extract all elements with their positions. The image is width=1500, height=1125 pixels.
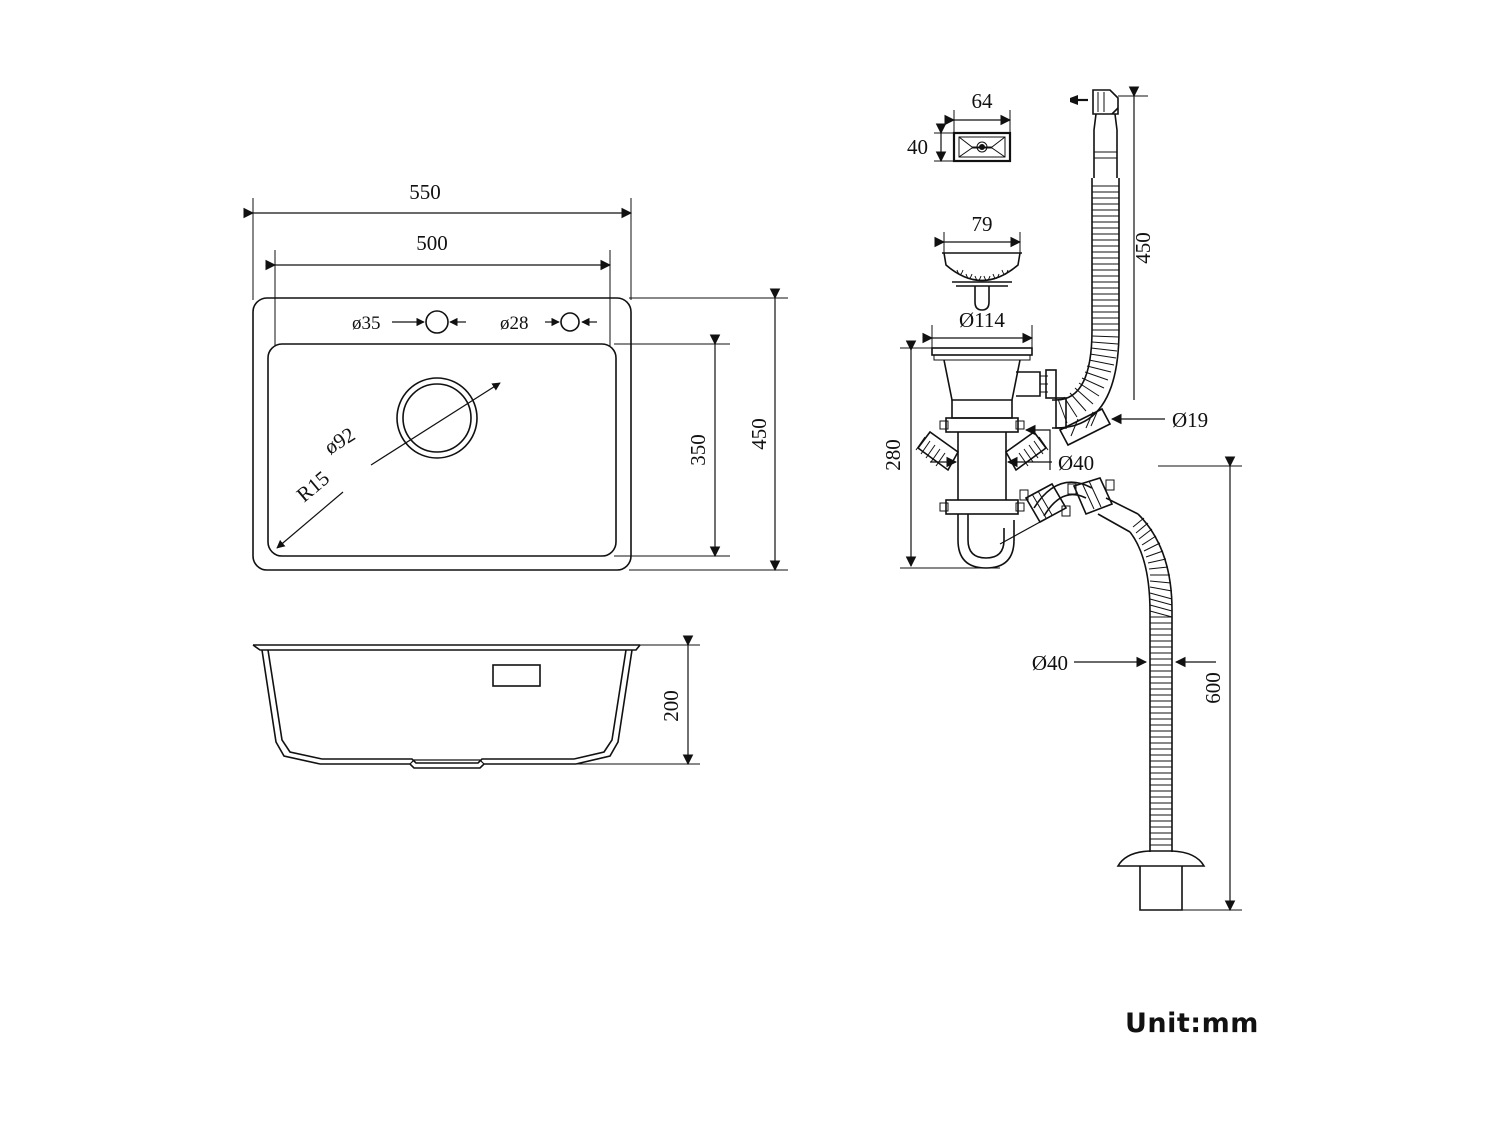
d450-hose-label: 450 xyxy=(1131,232,1155,264)
drain-locknut-tab-left xyxy=(939,420,949,430)
side-drain-notch xyxy=(409,759,485,765)
drain-flange-disc xyxy=(931,347,1033,356)
sink-bowl-outline xyxy=(267,343,617,557)
elbow-right-collar xyxy=(1072,477,1114,516)
elbow-left-collar xyxy=(1024,482,1068,524)
overflow-cover-detail: 64 40 xyxy=(907,89,1012,163)
outlet-hose-bell xyxy=(1116,850,1206,867)
tailpipe-locknut xyxy=(945,499,1019,515)
elbow-to-trap-line xyxy=(999,521,1041,545)
waste-kit-assembly: 64 40 xyxy=(881,86,1242,912)
drain-side-outlet-collar xyxy=(1045,369,1057,399)
side-bottom-line xyxy=(320,763,576,769)
d40cover-label: 40 xyxy=(907,135,928,159)
elbow-connector-assembly xyxy=(999,477,1139,545)
unit-note: Unit:mm xyxy=(1125,1008,1259,1039)
small-connector-body xyxy=(1058,407,1112,447)
sink-side-view: 200 xyxy=(252,635,700,769)
side-right-wall-inner xyxy=(573,649,627,760)
d35-label: ø35 xyxy=(352,313,381,334)
overflow-cover-inner xyxy=(958,136,1006,158)
overflow-screw-head xyxy=(1070,95,1078,105)
d92-leader-line xyxy=(370,382,501,466)
d600-label: 600 xyxy=(1201,672,1225,704)
d200-label: 200 xyxy=(659,690,683,722)
drain-body-neck xyxy=(951,400,1013,419)
r15-label: R15 xyxy=(292,466,334,507)
overflow-cover-screw-ring xyxy=(976,141,988,153)
strainer-stem xyxy=(974,286,990,311)
d114-label: Ø114 xyxy=(959,308,1005,332)
side-left-wall-outer xyxy=(261,649,321,765)
drain-side-outlet xyxy=(1016,371,1041,397)
d40-hose-label: Ø40 xyxy=(1032,651,1068,675)
drain-flange-body xyxy=(915,347,1057,569)
trap-spigot-left xyxy=(915,430,960,472)
sink-top-view: ø92 R15 ø35 ø28 550 500 xyxy=(243,180,788,572)
d19-label: Ø19 xyxy=(1172,408,1208,432)
tap-hole-35-circle xyxy=(425,310,449,334)
side-left-wall-inner xyxy=(267,649,323,760)
trap-spigot-right xyxy=(1004,430,1049,472)
r15-leader-line xyxy=(276,491,344,549)
overflow-hose-top-fitting xyxy=(1092,89,1119,115)
d280-label: 280 xyxy=(881,439,905,471)
d92-label: ø92 xyxy=(320,422,359,459)
overflow-hose-corrugation xyxy=(1052,178,1120,429)
drain-hole-outer-circle xyxy=(396,377,478,459)
tap-hole-28-circle xyxy=(560,312,580,332)
side-bottom-inner-line xyxy=(322,758,574,764)
elbow-left-tab-bottom xyxy=(1061,505,1071,517)
elbow-right-tab-bottom xyxy=(1105,479,1115,491)
drain-hole-inner-circle xyxy=(402,383,472,453)
strainer-perforations xyxy=(956,269,1009,281)
sink-rim-outline xyxy=(252,297,632,571)
elbow-arc-outer xyxy=(1033,481,1093,509)
p-trap-u-bend-inner xyxy=(967,514,1005,559)
overflow-hose: 450 xyxy=(1052,86,1155,429)
outlet-hose-corrugation xyxy=(1132,517,1173,846)
flexible-outlet-hose: Ø40 xyxy=(1032,513,1216,911)
d500-label: 500 xyxy=(416,231,448,255)
elbow-outlet-stub xyxy=(1097,497,1139,533)
strainer-bowl-outline xyxy=(943,252,1021,282)
overflow-cover-outer xyxy=(952,131,1012,163)
d350-label: 350 xyxy=(686,434,710,466)
overflow-hose-collar xyxy=(1055,397,1067,429)
overflow-cover-screw-dot xyxy=(979,144,985,150)
tailpipe-locknut-tab-left xyxy=(939,502,949,512)
drain-body-taper xyxy=(943,359,1021,401)
d28-label: ø28 xyxy=(500,313,529,334)
side-overflow-opening xyxy=(492,664,541,687)
outlet-hose-spigot xyxy=(1139,866,1183,911)
d40-pipe-label: Ø40 xyxy=(1058,451,1094,475)
elbow-left-tab-top xyxy=(1019,489,1029,501)
drain-locknut xyxy=(945,417,1019,433)
d550-label: 550 xyxy=(409,180,441,204)
outlet-hose-edge-left xyxy=(1129,531,1151,852)
strainer-basket-detail: 79 xyxy=(934,212,1022,311)
elbow-arc-inner xyxy=(1043,493,1087,517)
side-right-wall-outer xyxy=(575,649,633,765)
d64-label: 64 xyxy=(972,89,994,113)
overflow-hose-neck xyxy=(1093,113,1118,178)
d79-label: 79 xyxy=(972,212,993,236)
tailpipe-locknut-tab-right xyxy=(1015,502,1025,512)
side-rim-edge xyxy=(252,644,641,651)
overflow-hose-fitting-bevel xyxy=(1111,107,1119,115)
drain-flange-gasket xyxy=(933,354,1031,361)
drain-locknut-tab-right xyxy=(1015,420,1025,430)
small-hose-connector: Ø19 xyxy=(1058,407,1208,447)
d450-depth-label: 450 xyxy=(747,418,771,450)
elbow-right-tab-top xyxy=(1067,483,1077,495)
overflow-hose-edge-left xyxy=(1052,178,1093,401)
side-outlet-leader xyxy=(1024,424,1051,470)
